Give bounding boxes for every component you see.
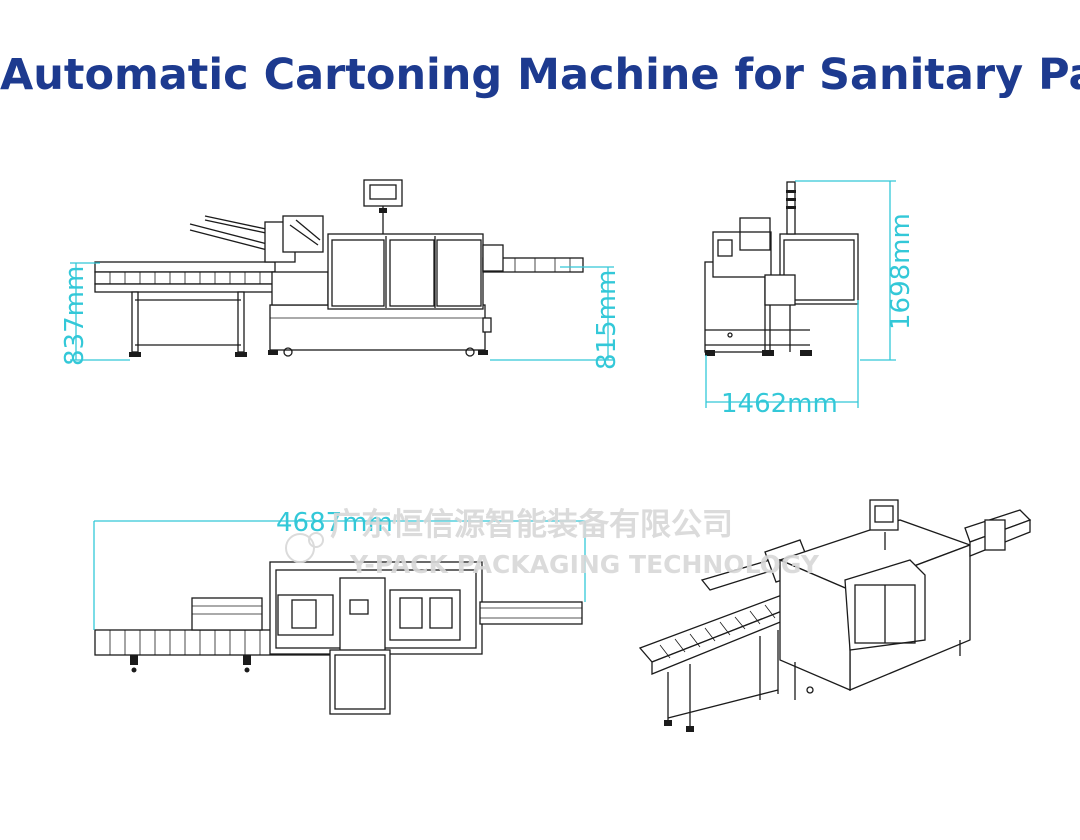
dimension-815: 815mm <box>490 266 622 370</box>
side-view <box>704 181 859 356</box>
watermark: 广东恒信源智能装备有限公司 Y-PACK PACKAGING TECHNOLOG… <box>285 507 820 579</box>
top-view <box>94 561 583 715</box>
dimension-label-1698: 1698mm <box>886 213 916 330</box>
isometric-view <box>638 499 1032 732</box>
watermark-company-en: Y-PACK PACKAGING TECHNOLOGY <box>349 550 820 579</box>
dimension-1698: 1698mm <box>795 180 916 361</box>
dimension-label-4687: 4687mm <box>276 508 393 538</box>
page-title: Automatic Cartoning Machine for Sanitary… <box>0 50 1080 100</box>
front-view <box>94 179 584 357</box>
dimension-label-1462: 1462mm <box>721 389 838 419</box>
dimension-837: 837mm <box>60 262 130 366</box>
dimension-4687: 4687mm <box>93 508 586 630</box>
dimension-label-837: 837mm <box>60 266 90 366</box>
watermark-company-cn: 广东恒信源智能装备有限公司 <box>330 507 733 543</box>
watermark-logo-icon <box>285 532 324 563</box>
dimension-label-815: 815mm <box>592 270 622 370</box>
dimension-1462: 1462mm <box>705 300 859 419</box>
